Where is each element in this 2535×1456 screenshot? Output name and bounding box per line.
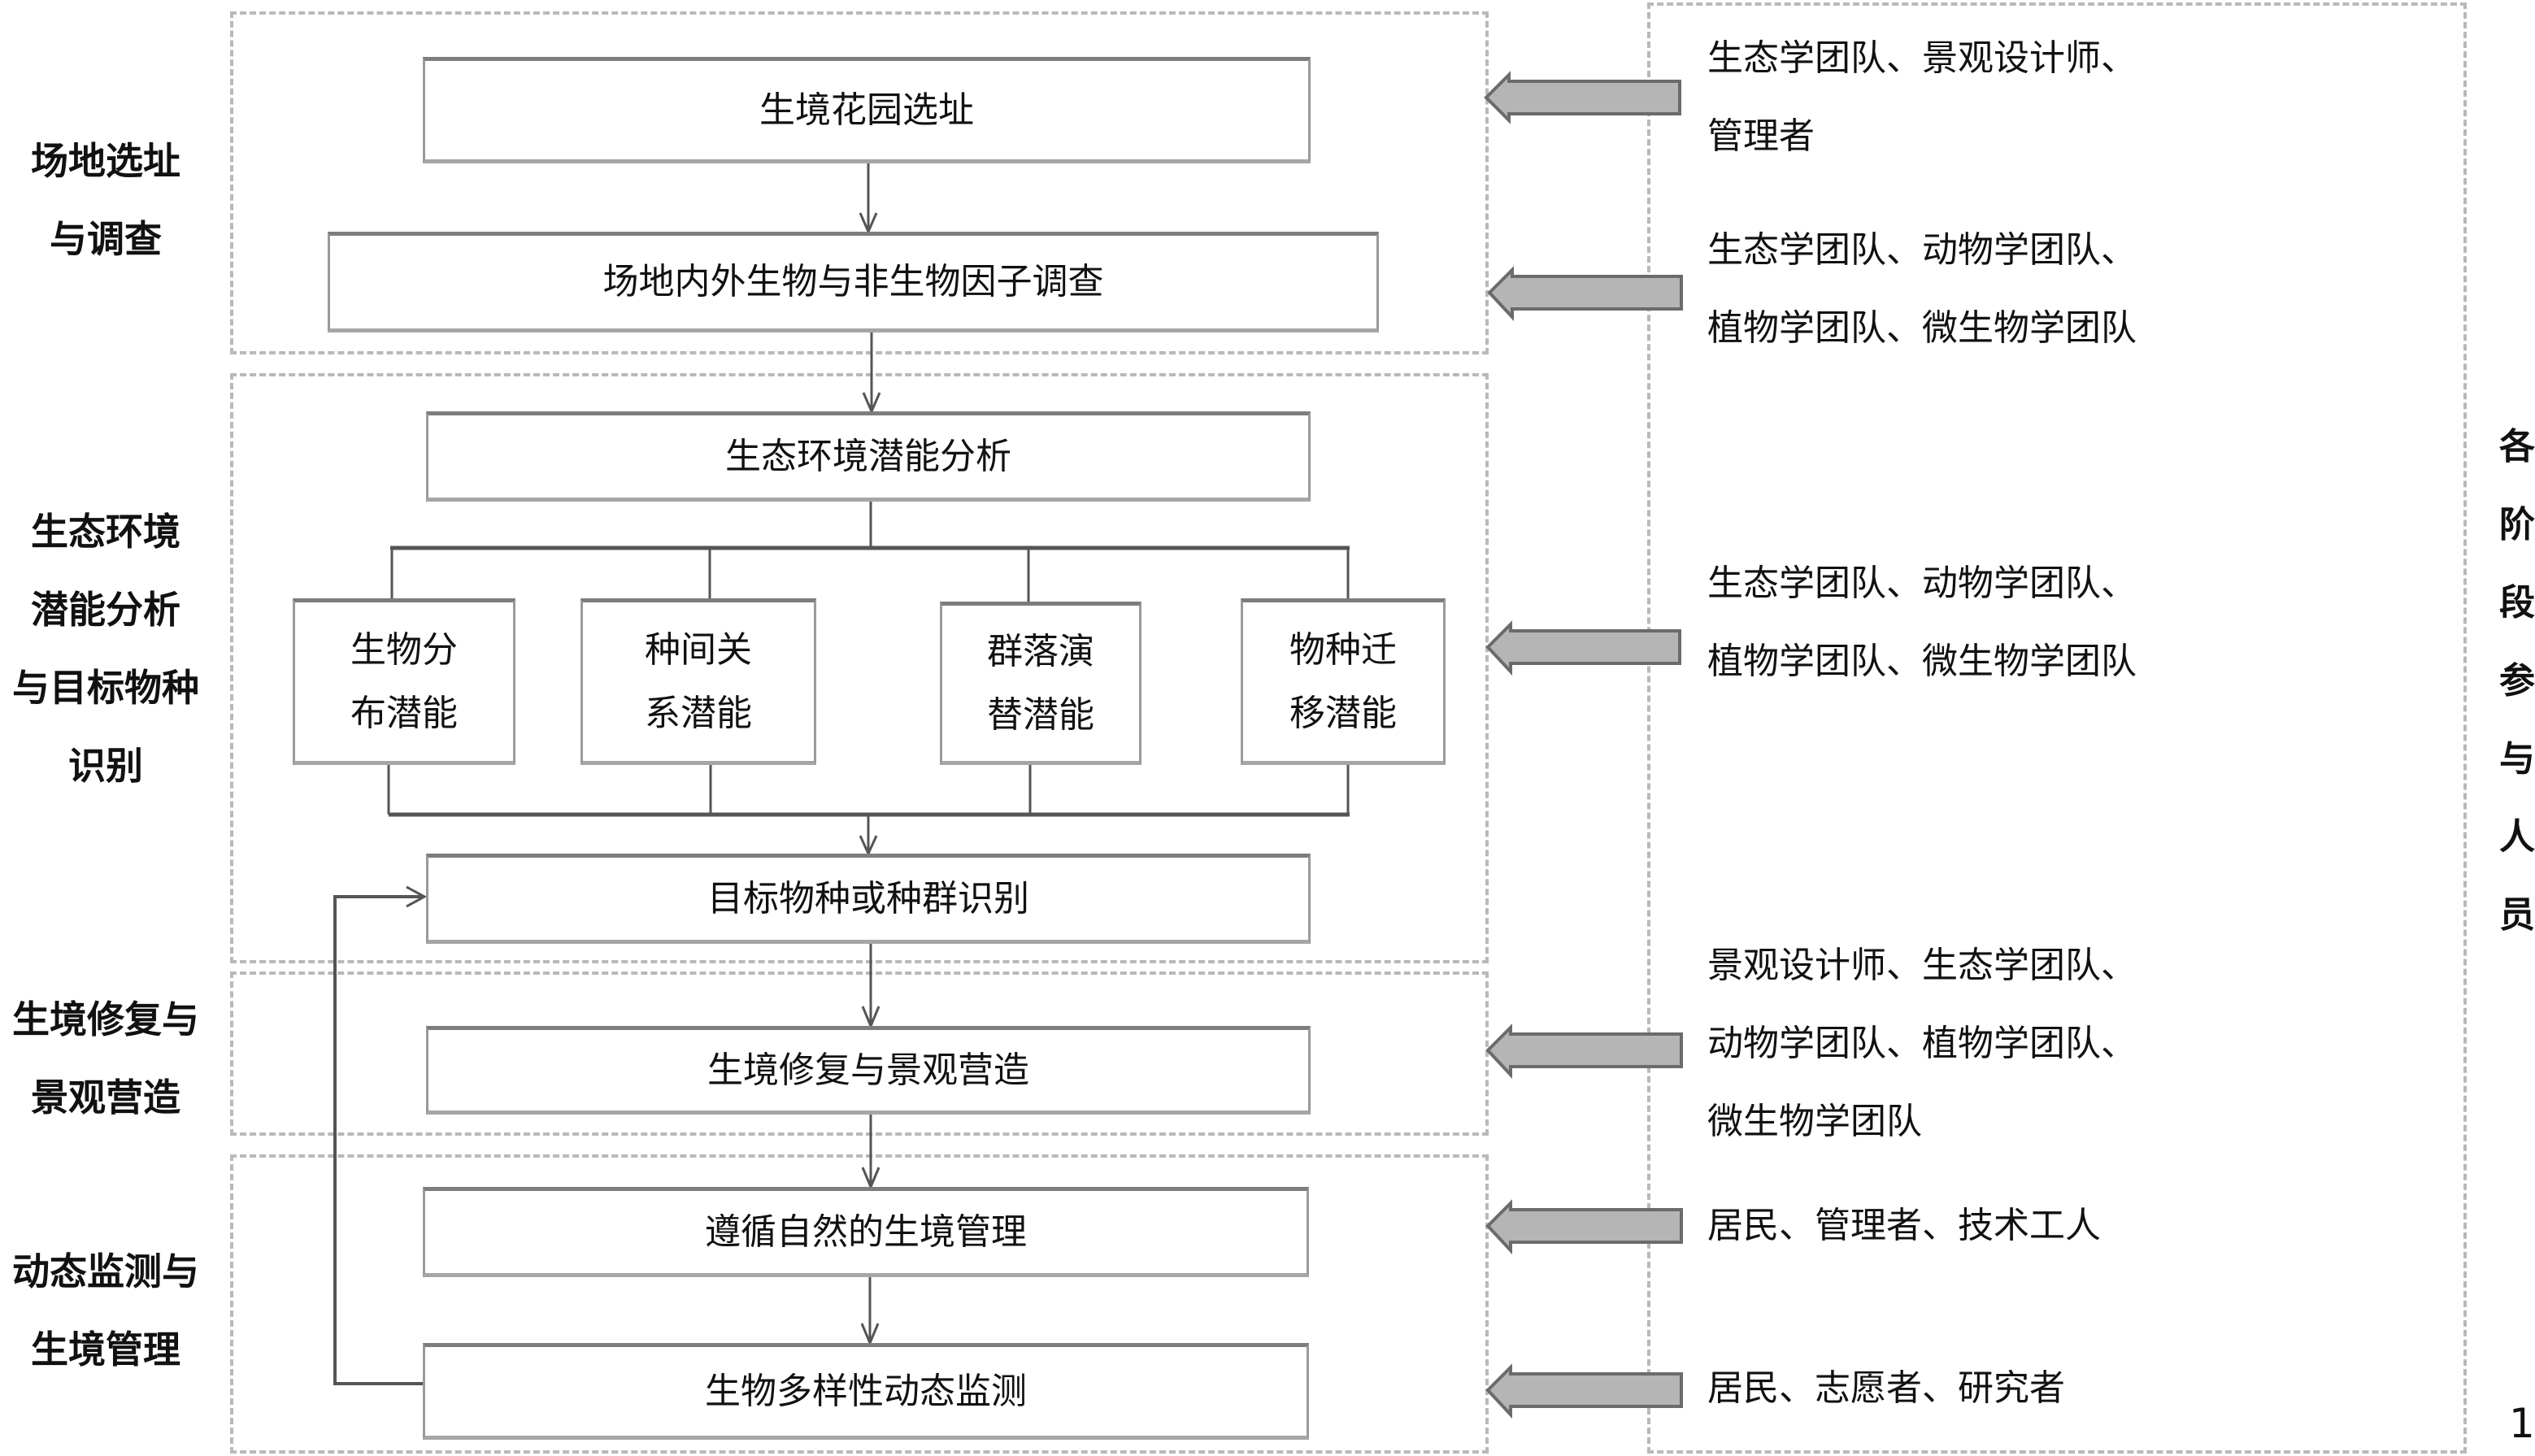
block-arrow-icon xyxy=(1485,620,1681,676)
participants-title: 各 阶 段 参 与 人 员 xyxy=(2493,408,2535,954)
block-arrow-icon xyxy=(1485,1363,1683,1419)
block-arrow-icon xyxy=(1487,266,1683,322)
sub-box-interspecies-potential: 种间关 系潜能 xyxy=(580,598,816,765)
title-char: 阶 xyxy=(2499,504,2535,545)
title-char: 段 xyxy=(2499,582,2535,624)
stage-group-restoration xyxy=(230,971,1489,1136)
box-factor-survey: 场地内外生物与非生物因子调查 xyxy=(328,232,1379,332)
stage-label-line: 潜能分析 xyxy=(31,588,180,632)
block-arrow-icon xyxy=(1485,1199,1683,1255)
title-char: 与 xyxy=(2499,738,2535,780)
box-label: 目标物种或种群识别 xyxy=(707,877,1029,919)
box-potential-analysis: 生态环境潜能分析 xyxy=(426,411,1311,502)
sub-box-line: 移潜能 xyxy=(1289,692,1397,734)
sub-box-distribution-potential: 生物分 布潜能 xyxy=(293,598,515,765)
participants-line: 生态学团队、动物学团队、 xyxy=(1707,563,2137,604)
sub-box-line: 种间关 xyxy=(645,628,752,671)
participants-line: 管理者 xyxy=(1707,115,1815,157)
participants-site-selection: 生态学团队、景观设计师、 管理者 xyxy=(1707,20,2137,176)
stage-group-monitoring xyxy=(230,1154,1489,1454)
participants-management: 居民、管理者、技术工人 xyxy=(1707,1187,2101,1265)
box-label: 生境花园选址 xyxy=(759,89,974,131)
sub-box-line: 物种迁 xyxy=(1289,628,1397,671)
participants-monitoring: 居民、志愿者、研究者 xyxy=(1707,1350,2065,1428)
arrowhead-icon xyxy=(406,885,428,908)
participants-potential-analysis: 生态学团队、动物学团队、 植物学团队、微生物学团队 xyxy=(1707,545,2137,701)
participants-line: 生态学团队、动物学团队、 xyxy=(1707,229,2137,271)
stage-group-potential-analysis xyxy=(230,373,1489,963)
participants-restoration: 景观设计师、生态学团队、 动物学团队、植物学团队、 微生物学团队 xyxy=(1707,927,2137,1161)
title-char: 各 xyxy=(2499,426,2535,467)
participants-line: 生态学团队、景观设计师、 xyxy=(1707,37,2137,79)
sub-box-line: 群落演 xyxy=(987,630,1094,672)
sub-box-line: 替潜能 xyxy=(987,693,1094,736)
stage-label-line: 识别 xyxy=(68,744,143,788)
participants-line: 居民、管理者、技术工人 xyxy=(1707,1205,2101,1246)
box-site-selection: 生境花园选址 xyxy=(423,57,1311,163)
title-char: 员 xyxy=(2499,894,2535,936)
sub-box-succession-potential: 群落演 替潜能 xyxy=(940,602,1141,765)
sub-box-migration-potential: 物种迁 移潜能 xyxy=(1241,598,1446,765)
block-arrow-icon xyxy=(1485,1024,1683,1080)
box-label: 生物多样性动态监测 xyxy=(705,1370,1027,1412)
box-target-species: 目标物种或种群识别 xyxy=(426,854,1311,944)
participants-line: 动物学团队、植物学团队、 xyxy=(1707,1023,2137,1064)
participants-group xyxy=(1647,2,2467,1454)
sub-box-line: 系潜能 xyxy=(645,692,752,734)
participants-line: 居民、志愿者、研究者 xyxy=(1707,1367,2065,1409)
stage-label-line: 生境修复与 xyxy=(12,997,199,1041)
stage-label-monitoring: 动态监测与 生境管理 xyxy=(0,1232,211,1389)
stage-group-site-selection xyxy=(230,11,1489,354)
participants-line: 植物学团队、微生物学团队 xyxy=(1707,307,2137,349)
stage-label-potential-analysis: 生态环境 潜能分析 与目标物种 识别 xyxy=(0,493,211,805)
title-char: 人 xyxy=(2499,816,2535,858)
box-label: 生态环境潜能分析 xyxy=(725,435,1011,477)
box-management: 遵循自然的生境管理 xyxy=(423,1187,1309,1277)
participants-factor-survey: 生态学团队、动物学团队、 植物学团队、微生物学团队 xyxy=(1707,211,2137,367)
page-number: 1 xyxy=(2509,1400,2535,1447)
box-restoration: 生境修复与景观营造 xyxy=(426,1026,1311,1115)
feedback-line xyxy=(333,895,423,1385)
stage-label-line: 生境管理 xyxy=(31,1328,180,1371)
stage-label-site-selection: 场地选址 与调查 xyxy=(0,122,211,278)
stage-label-line: 动态监测与 xyxy=(12,1250,199,1293)
title-char: 参 xyxy=(2499,660,2535,702)
stage-label-restoration: 生境修复与 景观营造 xyxy=(0,980,211,1137)
sub-box-line: 生物分 xyxy=(350,628,458,671)
box-label: 遵循自然的生境管理 xyxy=(705,1210,1027,1253)
participants-line: 微生物学团队 xyxy=(1707,1101,1922,1142)
box-monitoring: 生物多样性动态监测 xyxy=(423,1343,1309,1440)
box-label: 生境修复与景观营造 xyxy=(707,1049,1029,1091)
stage-label-line: 与目标物种 xyxy=(12,666,199,710)
box-label: 场地内外生物与非生物因子调查 xyxy=(602,261,1104,302)
stage-label-line: 生态环境 xyxy=(31,510,180,554)
stage-label-line: 场地选址 xyxy=(31,139,180,183)
sub-box-line: 布潜能 xyxy=(350,692,458,734)
participants-line: 植物学团队、微生物学团队 xyxy=(1707,641,2137,682)
participants-line: 景观设计师、生态学团队、 xyxy=(1707,945,2137,986)
stage-label-line: 与调查 xyxy=(50,217,162,261)
stage-label-line: 景观营造 xyxy=(31,1076,180,1119)
block-arrow-icon xyxy=(1484,71,1681,124)
